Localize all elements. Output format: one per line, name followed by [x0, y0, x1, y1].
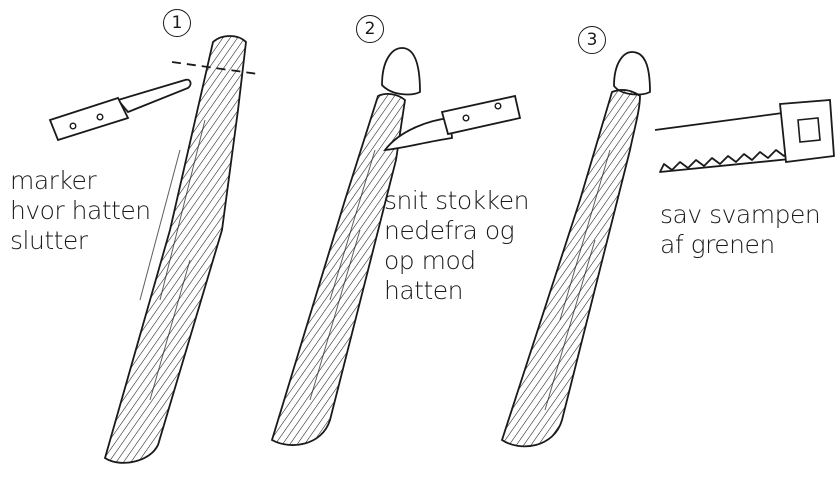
- caption-line: af grenen: [660, 230, 820, 260]
- step3-caption: sav svampen af grenen: [660, 200, 820, 260]
- step-number-3: 3: [578, 26, 606, 54]
- caption-line: marker: [10, 166, 151, 196]
- caption-line: op mod: [384, 246, 529, 276]
- caption-line: sav svampen: [660, 200, 820, 230]
- caption-line: nedefra og: [384, 216, 529, 246]
- caption-line: slutter: [10, 226, 151, 256]
- step1-knife-icon: [50, 80, 191, 140]
- step3-cap: [614, 52, 650, 94]
- step3-saw-icon: [655, 100, 834, 172]
- caption-line: hatten: [384, 276, 529, 306]
- step2-caption: snit stokken nedefra og op mod hatten: [384, 186, 529, 306]
- step2-cap: [382, 48, 420, 94]
- caption-line: hvor hatten: [10, 196, 151, 226]
- step1-caption: marker hvor hatten slutter: [10, 166, 151, 256]
- step-number-1: 1: [163, 9, 191, 37]
- step-number-2: 2: [356, 15, 384, 43]
- caption-line: snit stokken: [384, 186, 529, 216]
